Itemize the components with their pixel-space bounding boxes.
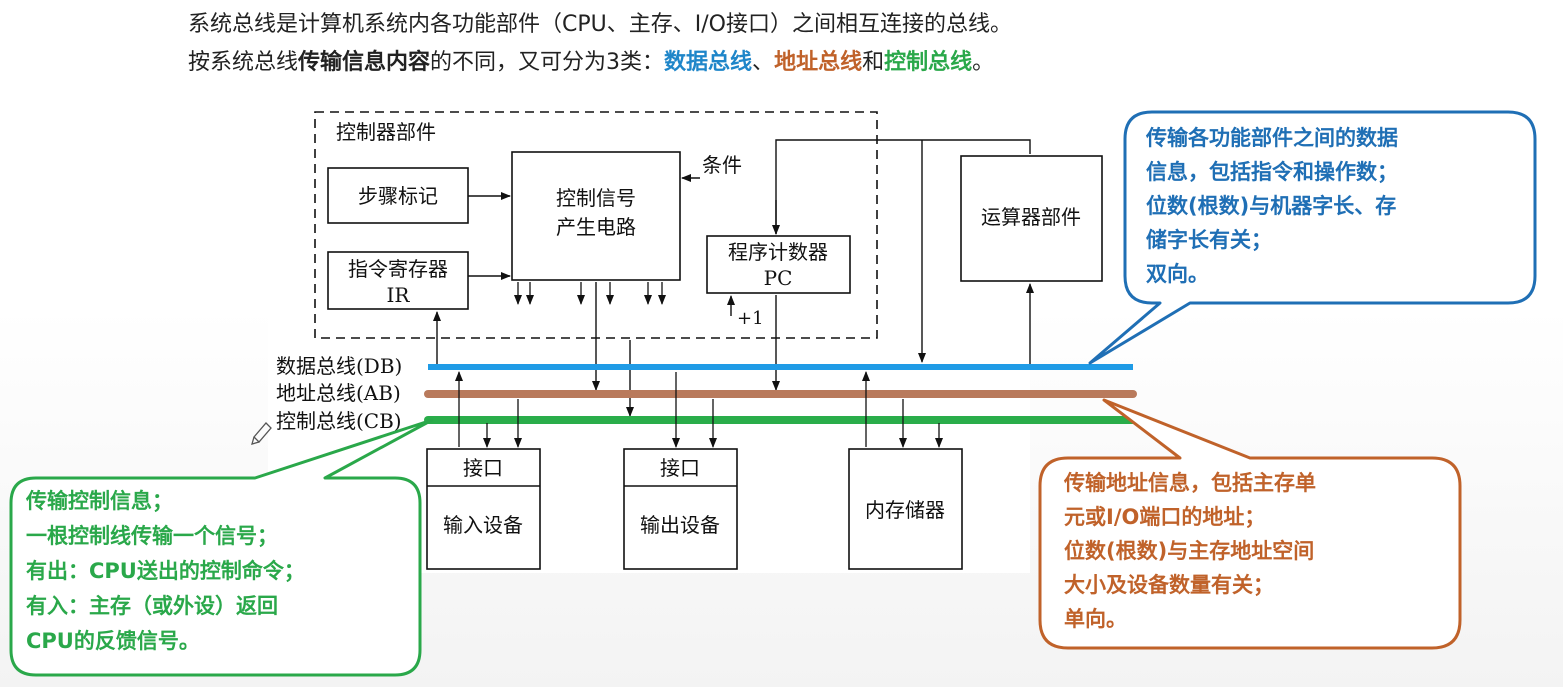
step-marker-label: 步骤标记 <box>358 184 438 208</box>
intro-line-1-text: 系统总线是计算机系统内各功能部件（CPU、主存、I/O接口）之间相互连接的总线。 <box>188 12 1012 37</box>
interface-2-label: 接口 <box>660 456 700 480</box>
top-link-line <box>775 139 1031 234</box>
input-device-bus-links <box>455 371 522 448</box>
intro-address-bus: 地址总线 <box>774 50 863 75</box>
svg-text:位数(根数)与机器字长、存: 位数(根数)与机器字长、存 <box>1146 194 1396 218</box>
input-device-label: 输入设备 <box>443 513 523 537</box>
control-signal-box <box>511 151 681 281</box>
pc-line2: PC <box>764 266 793 290</box>
svg-text:信息，包括指令和操作数；: 信息，包括指令和操作数； <box>1146 160 1398 184</box>
alu-label: 运算器部件 <box>981 205 1081 229</box>
svg-text:有入：主存（或外设）返回: 有入：主存（或外设）返回 <box>26 594 278 618</box>
address-bus-callout-text: 传输地址信息，包括主存单 元或I/O端口的地址； 位数(根数)与主存地址空间 大… <box>1063 471 1316 631</box>
plus-one-label: +1 <box>737 308 764 329</box>
svg-text:传输控制信息；: 传输控制信息； <box>25 489 173 513</box>
output-device-bus-links <box>672 372 717 448</box>
intro-line-2-prefix: 按系统总线 <box>188 50 299 75</box>
svg-text:一根控制线传输一个信号；: 一根控制线传输一个信号； <box>26 524 278 548</box>
data-bus-callout-text: 传输各功能部件之间的数据 信息，包括指令和操作数； 位数(根数)与机器字长、存 … <box>1145 126 1398 286</box>
controller-group-label: 控制器部件 <box>336 120 436 144</box>
alu-box <box>960 155 1103 282</box>
output-device-label: 输出设备 <box>640 513 720 537</box>
pc-line1: 程序计数器 <box>728 240 828 264</box>
svg-text:传输各功能部件之间的数据: 传输各功能部件之间的数据 <box>1145 126 1398 150</box>
svg-text:位数(根数)与主存地址空间: 位数(根数)与主存地址空间 <box>1064 539 1314 563</box>
control-bus-callout-text: 传输控制信息； 一根控制线传输一个信号； 有出：CPU送出的控制命令； 有入：主… <box>25 489 305 653</box>
data-bus-callout <box>1088 110 1537 365</box>
cb-label: 控制总线(CB) <box>276 409 402 433</box>
intro-line-1: 系统总线是计算机系统内各功能部件（CPU、主存、I/O接口）之间相互连接的总线。 <box>188 6 1012 38</box>
svg-text:元或I/O端口的地址；: 元或I/O端口的地址； <box>1064 505 1265 529</box>
control-signal-outputs <box>514 282 666 305</box>
control-signal-line2: 产生电路 <box>556 215 636 239</box>
intro-sep-2: 和 <box>862 50 885 75</box>
control-signal-line1: 控制信号 <box>556 186 636 210</box>
ir-box <box>327 251 469 310</box>
svg-text:有出：CPU送出的控制命令；: 有出：CPU送出的控制命令； <box>26 559 305 583</box>
ir-line2: IR <box>387 283 411 307</box>
memory-box <box>848 448 963 570</box>
svg-text:大小及设备数量有关；: 大小及设备数量有关； <box>1064 573 1274 597</box>
condition-label: 条件 <box>702 153 742 177</box>
ir-line1: 指令寄存器 <box>348 257 448 281</box>
pc-box <box>706 235 851 294</box>
memory-bus-links <box>862 371 943 448</box>
intro-line-2-middle: 的不同，又可分为3类： <box>430 50 665 75</box>
intro-control-bus: 控制总线 <box>884 50 973 75</box>
intro-data-bus: 数据总线 <box>664 50 753 75</box>
intro-line-2-bold: 传输信息内容 <box>298 50 431 75</box>
svg-text:储字长有关；: 储字长有关； <box>1146 228 1272 252</box>
intro-end: 。 <box>972 50 995 75</box>
svg-text:双向。: 双向。 <box>1146 262 1209 286</box>
intro-sep-1: 、 <box>752 50 775 75</box>
input-device-box <box>426 448 541 570</box>
output-device-box <box>623 448 738 570</box>
address-bus-callout <box>1038 398 1462 650</box>
interface-1-label: 接口 <box>463 456 503 480</box>
intro-line-2: 按系统总线传输信息内容的不同，又可分为3类：数据总线、地址总线和控制总线。 <box>188 44 994 76</box>
ab-label: 地址总线(AB) <box>276 381 401 405</box>
memory-label: 内存储器 <box>865 498 945 522</box>
svg-text:传输地址信息，包括主存单: 传输地址信息，包括主存单 <box>1063 471 1316 495</box>
db-label: 数据总线(DB) <box>276 354 402 378</box>
pencil-icon <box>251 422 272 445</box>
control-bus-callout <box>9 418 434 677</box>
svg-text:CPU的反馈信号。: CPU的反馈信号。 <box>26 629 200 653</box>
svg-text:单向。: 单向。 <box>1064 607 1127 631</box>
